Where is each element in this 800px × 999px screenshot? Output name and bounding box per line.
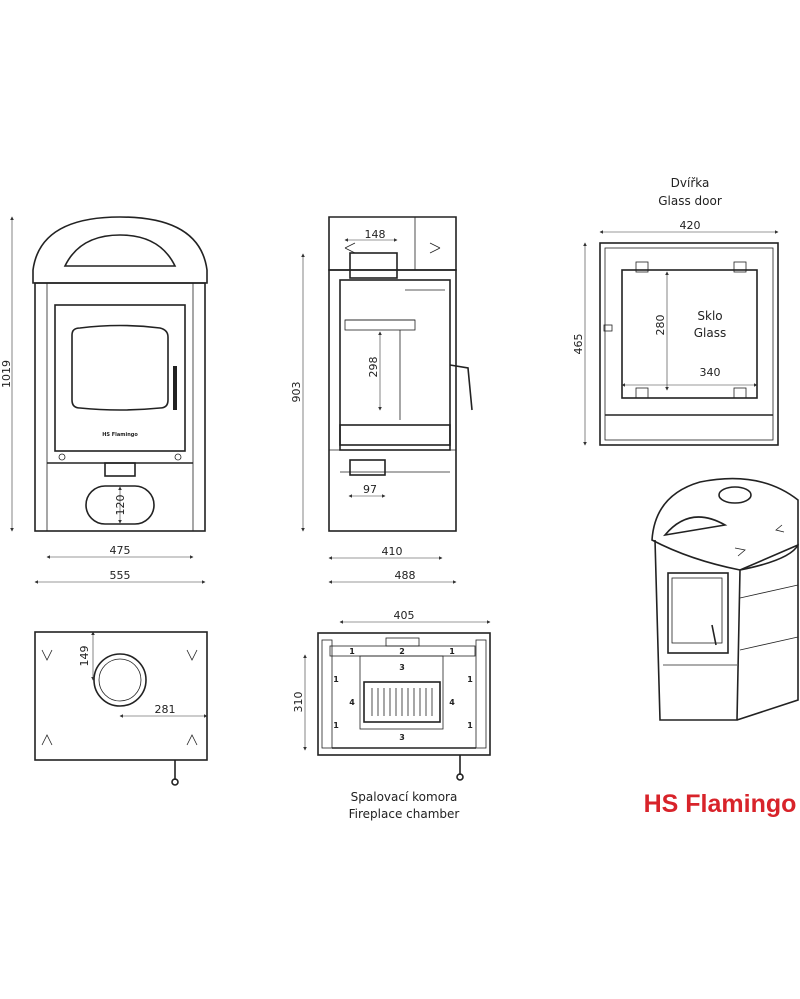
part-label: 4 — [449, 698, 455, 707]
glass-door-title-cz: Dvířka — [671, 176, 710, 190]
dim-glass-width: 340 — [700, 366, 721, 379]
dim-inner-depth: 410 — [382, 545, 403, 558]
dim-inner-width: 475 — [110, 544, 131, 557]
glass-label-en: Glass — [694, 326, 727, 340]
part-label: 1 — [449, 647, 455, 656]
dim-chamber-height: 298 — [367, 357, 380, 378]
glass-door-title-en: Glass door — [658, 194, 722, 208]
dim-depth: 488 — [395, 569, 416, 582]
dim-flue-width: 148 — [365, 228, 386, 241]
door-handle-icon — [173, 366, 177, 410]
dim-width: 555 — [110, 569, 131, 582]
glass-label-cz: Sklo — [697, 309, 722, 323]
chamber-view: 1 2 1 3 1 4 1 4 1 1 3 405 310 Spalovací … — [292, 609, 491, 821]
dim-chamber-width: 405 — [394, 609, 415, 622]
dim-chamber-depth: 310 — [292, 692, 305, 713]
part-label: 1 — [467, 721, 473, 730]
part-label: 1 — [333, 675, 339, 684]
dim-flue-offset-x: 281 — [155, 703, 176, 716]
dim-door-width: 420 — [680, 219, 701, 232]
brand-logo: HS Flamingo — [644, 790, 797, 818]
dim-door-height: 465 — [572, 334, 585, 355]
part-label: 2 — [399, 647, 405, 656]
dim-ash-width: 97 — [363, 483, 377, 496]
isometric-view — [651, 477, 799, 721]
dim-glass-height: 280 — [654, 315, 667, 336]
glass-door-view: Dvířka Glass door 420 465 280 340 Sklo G… — [572, 176, 779, 446]
front-view: HS Flamingo 120 1019 475 555 — [0, 216, 208, 584]
dim-ash-opening: 120 — [114, 495, 127, 516]
part-label: 1 — [333, 721, 339, 730]
chamber-title-cz: Spalovací komora — [351, 790, 458, 804]
dim-flue-offset-y: 149 — [78, 646, 91, 667]
part-label: 1 — [349, 647, 355, 656]
side-view: 903 148 298 97 410 488 — [290, 216, 473, 584]
dim-side-height: 903 — [290, 382, 303, 403]
chamber-title-en: Fireplace chamber — [349, 807, 460, 821]
part-label: 1 — [467, 675, 473, 684]
dim-height: 1019 — [0, 360, 13, 388]
part-label: 3 — [399, 663, 405, 672]
part-label: 4 — [349, 698, 355, 707]
door-badge: HS Flamingo — [102, 432, 138, 438]
top-view: 149 281 — [34, 631, 208, 786]
part-label: 3 — [399, 733, 405, 742]
